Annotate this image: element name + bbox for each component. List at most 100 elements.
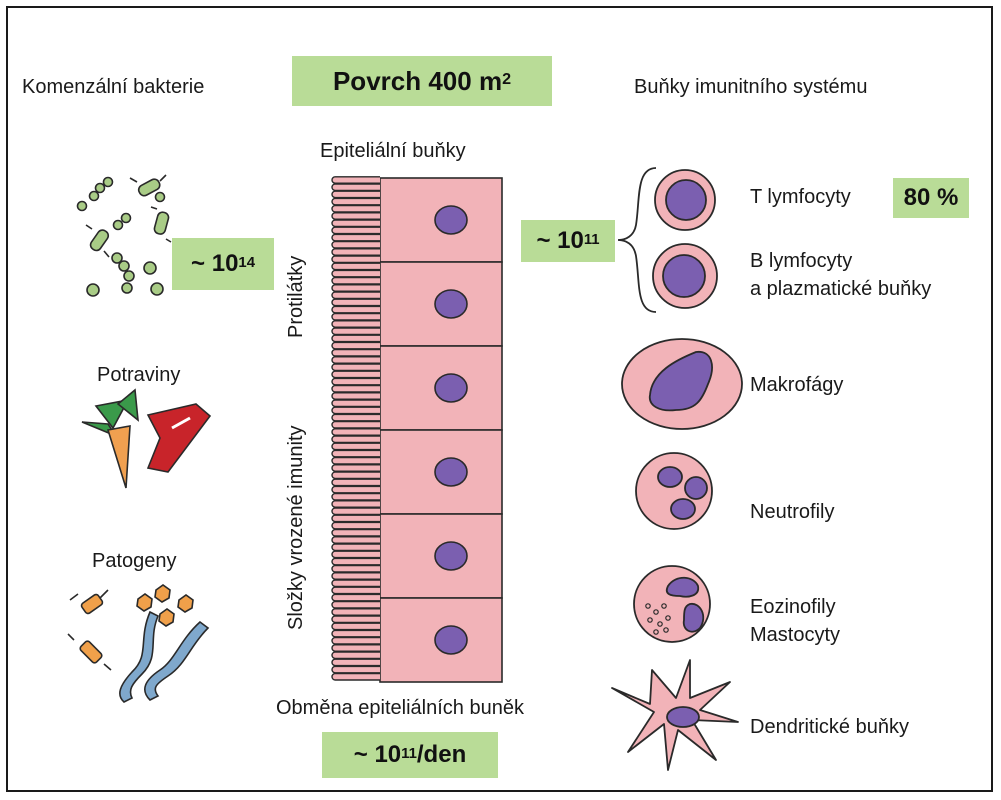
microvillus [331, 377, 380, 386]
microvillus [331, 665, 380, 674]
eosinophils-label: Eozinofily [750, 596, 836, 618]
microvillus [331, 471, 380, 480]
microvillus [331, 644, 380, 652]
microvillus [331, 442, 380, 451]
microvillus [331, 528, 380, 537]
microvillus [331, 176, 380, 184]
microvillus [331, 464, 380, 472]
microvillus [331, 284, 380, 292]
microvillus [331, 226, 380, 235]
microvillus [331, 406, 380, 415]
microvillus [331, 658, 380, 667]
plasma-cells-label: a plazmatické buňky [750, 278, 932, 300]
microvillus [331, 262, 380, 271]
commensal-bacteria-heading: Komenzální bakterie [22, 76, 205, 98]
microvillus [331, 384, 380, 393]
microvillus [331, 456, 380, 465]
food-icon [81, 388, 212, 489]
microvillus [331, 233, 380, 242]
bacteria-count-value: ~ 10 [191, 250, 239, 277]
microvillus [331, 564, 380, 573]
t-lymphocytes-percent: 80 % [903, 184, 959, 211]
microvillus [331, 269, 380, 278]
microvillus [331, 651, 380, 660]
microvillus [331, 240, 380, 249]
mast-cells-label: Mastocyty [750, 624, 841, 646]
microvillus [331, 197, 380, 206]
b-lymphocytes-label: B lymfocyty [750, 250, 853, 272]
microvillus [331, 485, 380, 494]
microvillus [331, 356, 380, 364]
microvillus [331, 341, 380, 350]
dendritic-cell-icon [611, 659, 739, 771]
microvillus [331, 320, 380, 328]
eosinophil-icon [633, 565, 711, 643]
microvillus [331, 478, 380, 487]
lymphocyte-count-value: ~ 10 [536, 227, 584, 254]
epithelium-icon [331, 176, 503, 683]
surface-area-value: Povrch 400 m [332, 65, 503, 96]
microvillus [331, 183, 380, 192]
lymphocyte-bracket [617, 167, 657, 313]
microvillus [331, 615, 380, 624]
dendritic-cells-label: Dendritické buňky [750, 716, 909, 738]
microvillus [331, 600, 380, 609]
microvillus [331, 622, 380, 631]
macrophage-icon [621, 338, 743, 430]
macrophages-label: Makrofágy [750, 374, 844, 396]
food-label: Potraviny [97, 364, 181, 386]
microvillus [331, 636, 380, 645]
epithelial-cells-label: Epiteliální buňky [320, 140, 466, 162]
pathogens-icon [67, 584, 210, 703]
microvillus [331, 514, 380, 523]
microvillus [331, 572, 380, 580]
microvillus [331, 305, 380, 314]
neutrophils-label: Neutrofily [750, 501, 835, 523]
microvillus [331, 334, 380, 343]
microvillus [331, 507, 380, 516]
microvillus [331, 276, 380, 285]
t-lymphocytes-percent-badge: 80 % [893, 178, 969, 218]
microvillus [331, 593, 380, 602]
microvillus [331, 312, 380, 321]
t-lymphocytes-label: T lymfocyty [750, 186, 851, 208]
microvillus [331, 420, 380, 429]
turnover-unit: /den [416, 741, 467, 768]
microvillus [331, 521, 380, 530]
microvillus [331, 204, 380, 213]
microvillus [331, 557, 380, 566]
microvillus [331, 298, 380, 307]
turnover-exponent: 11 [401, 745, 417, 762]
microvillus [331, 543, 380, 552]
microvillus [331, 579, 380, 588]
microvillus [331, 608, 380, 616]
surface-area-exponent: 2 [502, 69, 512, 88]
microvillus [331, 255, 380, 264]
bacteria-icon [76, 174, 172, 297]
microvillus [331, 550, 380, 559]
t-lymphocyte-icon [654, 169, 716, 231]
microvillus [331, 370, 380, 379]
figure-frame [6, 6, 993, 792]
microvillus [331, 428, 380, 436]
microvillus [331, 629, 380, 638]
immune-cells-heading: Buňky imunitního systému [634, 76, 868, 98]
microvillus [331, 392, 380, 400]
microvillus [331, 672, 380, 681]
epithelial-turnover-label: Obměna epiteliálních buněk [276, 697, 524, 719]
microvillus [331, 500, 380, 508]
microvillus [331, 449, 380, 458]
microvillus [331, 435, 380, 444]
microvillus [331, 190, 380, 199]
bacteria-count-exponent: 14 [238, 254, 255, 271]
microvillus [331, 399, 380, 408]
b-lymphocyte-icon [652, 243, 718, 309]
microvillus [331, 248, 380, 256]
microvillus [331, 291, 380, 300]
pathogens-label: Patogeny [92, 550, 177, 572]
